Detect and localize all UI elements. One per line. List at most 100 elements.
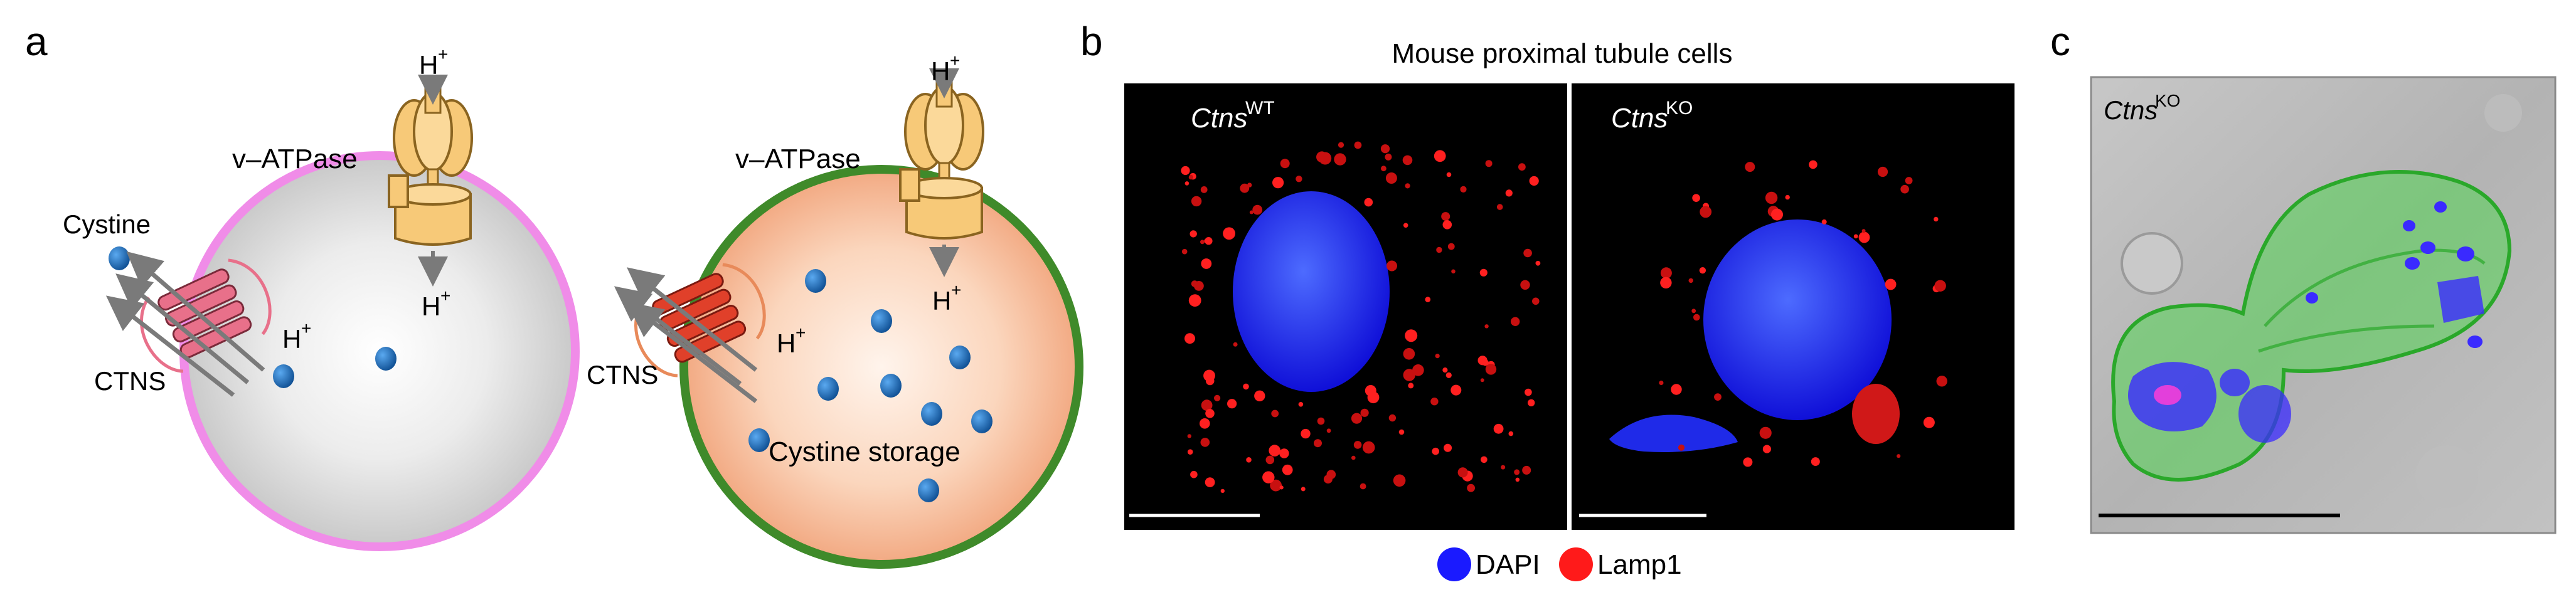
lamp1-punctum: [1200, 240, 1205, 245]
proton-top-label: H +: [419, 45, 448, 80]
svg-text:WT: WT: [1245, 98, 1275, 119]
svg-text:H: H: [419, 50, 438, 80]
lamp1-punctum: [1227, 399, 1237, 409]
lamp1-punctum: [1700, 206, 1712, 218]
lamp1-punctum: [1934, 216, 1939, 222]
lamp1-punctum: [1249, 210, 1253, 214]
lamp1-punctum: [1523, 248, 1532, 258]
lamp1-punctum: [1759, 426, 1772, 439]
lamp1-punctum: [1430, 398, 1439, 406]
lamp1-punctum: [1501, 465, 1506, 470]
lamp1-punctum: [1323, 475, 1333, 484]
lamp1-punctum: [1518, 163, 1526, 171]
transporter-proton-label: H +: [777, 323, 806, 358]
cystine-molecule-icon: [109, 246, 130, 270]
lamp1-punctum: [1885, 278, 1897, 290]
lamp1-punctum: [1485, 160, 1493, 167]
lamp1-punctum: [1405, 183, 1410, 189]
transporter-proton-label: H +: [282, 319, 311, 354]
panel-b: b Mouse proximal tubule cells Ctns WT Ct…: [1080, 19, 2014, 581]
lamp1-punctum: [1351, 455, 1356, 460]
lamp1-punctum: [1246, 457, 1252, 463]
lamp1-punctum: [1441, 212, 1450, 221]
lamp1-punctum: [1191, 196, 1202, 207]
lamp1-punctum: [1762, 445, 1771, 453]
lamp1-punctum: [1393, 474, 1406, 487]
lamp1-punctum: [1425, 297, 1431, 302]
lamp1-punctum: [1528, 399, 1535, 406]
lamp1-punctum: [1858, 231, 1870, 243]
proton-inside-label: H +: [932, 280, 961, 315]
lysosome-wt: Cystine CTNS H + H +: [63, 45, 580, 551]
legend: DAPI Lamp1: [1437, 547, 1682, 581]
lamp1-punctum: [1535, 260, 1541, 266]
lamp1-punctum: [1444, 443, 1452, 452]
lamp1-punctum: [1203, 369, 1215, 382]
lamp1-punctum: [1205, 237, 1213, 245]
lamp1-punctum: [1187, 434, 1192, 438]
svg-text:H: H: [932, 286, 951, 315]
lamp1-punctum: [1188, 174, 1194, 180]
lamp1-punctum: [1434, 150, 1446, 162]
lamp1-punctum: [1745, 162, 1755, 172]
lamp1-punctum: [1262, 471, 1275, 483]
lamp1-punctum: [1765, 191, 1778, 204]
svg-text:H: H: [777, 329, 796, 358]
lamp1-punctum: [1897, 454, 1901, 458]
lamp1-punctum: [1243, 383, 1249, 390]
lamp1-punctum: [1200, 418, 1210, 429]
lamp1-punctum: [1298, 402, 1304, 407]
lamp1-punctum: [1447, 243, 1455, 250]
lamp1-punctum: [1505, 189, 1513, 197]
lamp1-punctum: [1403, 348, 1415, 360]
svg-text:+: +: [438, 45, 448, 64]
lamp1-punctum: [1479, 268, 1488, 277]
lamp1-punctum: [1529, 176, 1539, 186]
lamp1-punctum: [1408, 383, 1414, 389]
lamp1-punctum: [1496, 204, 1503, 210]
lamp1-punctum: [1184, 333, 1195, 344]
svg-text:+: +: [951, 280, 961, 300]
lamp1-punctum: [1296, 176, 1302, 182]
cystine-crystal-3d: [2238, 385, 2291, 443]
lamp1-puncta: [1659, 160, 1947, 467]
lamp1-punctum: [1678, 444, 1685, 451]
lamp1-punctum: [1223, 227, 1235, 240]
lamp1-punctum: [1398, 429, 1405, 435]
proton-inside-label: H +: [422, 286, 450, 321]
lamp1-punctum: [1514, 469, 1520, 475]
cystine-molecule-icon: [949, 346, 971, 369]
cystine-molecule-icon: [273, 364, 294, 388]
lamp1-punctum: [1326, 428, 1331, 433]
lamp1-punctum: [1385, 153, 1392, 161]
lamp1-punctum: [1252, 204, 1263, 215]
lamp1-punctum: [1386, 260, 1397, 272]
transport-arrow: [627, 267, 758, 372]
lamp1-punctum: [1809, 160, 1818, 169]
lamp1-punctum: [1220, 488, 1225, 494]
lamp1-punctum: [1484, 324, 1489, 329]
cystine-molecule-icon: [817, 377, 839, 401]
lamp1-punctum: [1515, 477, 1520, 482]
lamp1-punctum: [1442, 220, 1452, 230]
lamp1-punctum: [1861, 229, 1866, 233]
svg-text:H: H: [422, 292, 440, 321]
lamp1-punctum: [1436, 246, 1442, 253]
ctns-label: CTNS: [94, 366, 166, 396]
cystine-molecule-icon: [375, 347, 397, 371]
lamp1-punctum: [1351, 413, 1363, 424]
lamp1-punctum: [1525, 388, 1532, 396]
lamp1-punctum: [1362, 441, 1375, 454]
lamp1-punctum: [1771, 208, 1783, 221]
lamp1-cluster: [1852, 384, 1900, 444]
lamp1-punctum: [1905, 177, 1913, 184]
transport-arrow: [126, 251, 265, 372]
lamp1-punctum: [1360, 483, 1366, 490]
lamp1-punctum: [1714, 393, 1722, 401]
proton-top-label: H +: [931, 51, 960, 86]
cystine-label: Cystine: [63, 209, 151, 239]
lamp1-punctum: [1522, 465, 1531, 475]
lamp1-punctum: [1493, 423, 1504, 434]
panel-b-label: b: [1080, 19, 1103, 64]
